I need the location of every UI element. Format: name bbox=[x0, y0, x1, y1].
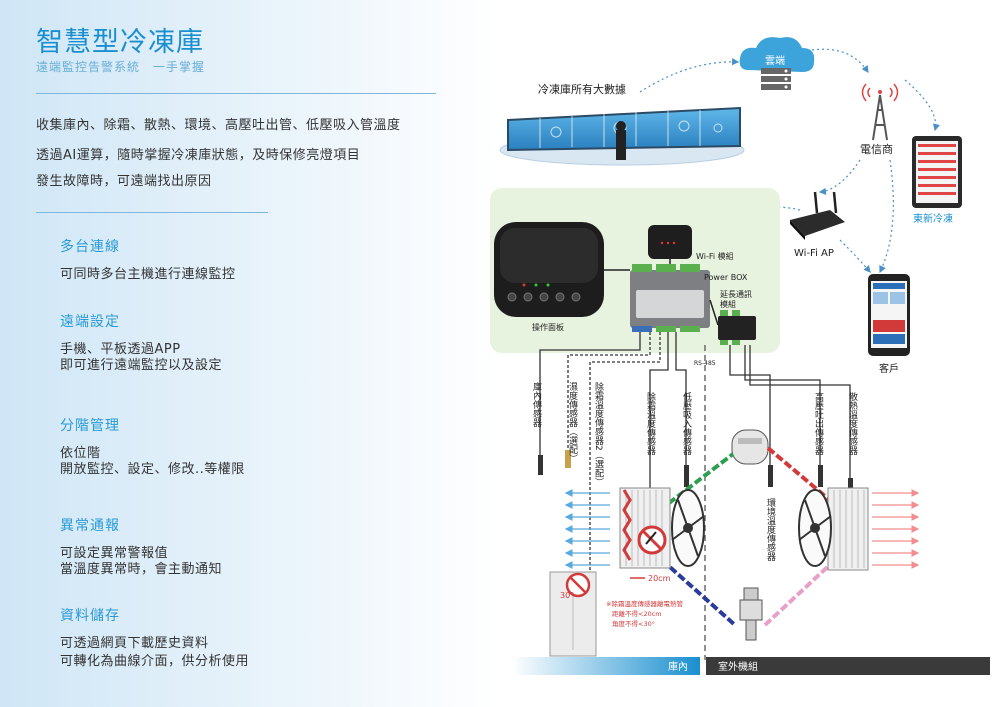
cloud-icon bbox=[739, 37, 815, 90]
feature-line: 手機、平板透過APP bbox=[60, 342, 181, 357]
power-box-label: Power BOX bbox=[704, 273, 748, 282]
angle-label: 30° bbox=[560, 591, 574, 600]
no-symbol-icon bbox=[637, 525, 667, 555]
feature-line: 開放監控、設定、修改..等權限 bbox=[60, 462, 245, 477]
no-symbol-icon-2 bbox=[565, 572, 591, 598]
title-divider bbox=[36, 93, 436, 94]
condenser-unit bbox=[798, 487, 869, 571]
bigdata-label: 冷凍庫所有大數據 bbox=[538, 82, 626, 96]
feature-line: 可同時多台主機進行連線監控 bbox=[60, 267, 236, 282]
feature-line: 可設定異常警報值 bbox=[60, 546, 169, 561]
sensor-wiring bbox=[539, 332, 851, 660]
ext-module-label-1: 延長通訊 bbox=[720, 289, 752, 299]
intro-line-3: 發生故障時，可遠端找出原因 bbox=[36, 174, 212, 189]
feature-line: 當溫度異常時，會主動通知 bbox=[60, 562, 223, 577]
wifi-ap-label: Wi-Fi AP bbox=[794, 248, 834, 259]
page-subtitle: 遠端監控告警系統 一手掌握 bbox=[36, 60, 206, 74]
sensor-label: 散熱溫度傳感器 bbox=[847, 391, 858, 455]
wifi-router-icon bbox=[790, 191, 845, 240]
note-line-2: 距離不得<20cm bbox=[612, 609, 662, 618]
tablet-icon bbox=[912, 136, 962, 208]
compressor-icon bbox=[731, 429, 769, 465]
sensor-label: 除霜溫度傳感器 bbox=[645, 391, 656, 455]
feature-title-remote-setting: 遠端設定 bbox=[60, 314, 120, 330]
intro-line-2: 透過AI運算，隨時掌握冷凍庫狀態，及時保修亮燈項目 bbox=[36, 148, 361, 163]
feature-title-alerts: 異常通報 bbox=[60, 518, 120, 534]
left-info-panel bbox=[0, 0, 500, 707]
expansion-valve-icon bbox=[739, 587, 763, 641]
customer-label: 客戶 bbox=[879, 362, 899, 375]
rs485-label: RS-485 bbox=[694, 360, 716, 367]
evaporator-unit bbox=[619, 487, 705, 569]
feature-title-tiered-management: 分階管理 bbox=[60, 418, 120, 434]
sensor-label: 高壓吐出傳感器 bbox=[813, 391, 824, 455]
power-box-device bbox=[630, 264, 710, 332]
wifi-module-device bbox=[648, 225, 692, 259]
cloud-label: 雲端 bbox=[765, 54, 785, 67]
telecom-label: 電信商 bbox=[860, 142, 893, 156]
distance-label: 20cm bbox=[648, 574, 671, 583]
indoor-bar bbox=[512, 657, 700, 675]
hot-air-arrows bbox=[872, 489, 920, 569]
feature-line: 依位階 bbox=[60, 446, 101, 461]
control-panel-device bbox=[494, 222, 604, 317]
note-line-3: 角度不得<30° bbox=[612, 619, 655, 628]
sensor-label: 濕度傳感器（選配） bbox=[567, 382, 578, 463]
intro-line-1: 收集庫內、除霜、散熱、環境、高壓吐出管、低壓吸入管溫度 bbox=[36, 118, 401, 133]
outdoor-bar bbox=[706, 657, 990, 675]
extension-module-device bbox=[718, 310, 756, 345]
panel-label: 操作面板 bbox=[532, 322, 564, 332]
feature-title-data-storage: 資料儲存 bbox=[60, 608, 120, 624]
feature-title-multi-connect: 多台連線 bbox=[60, 239, 120, 255]
ext-module-label-2: 模組 bbox=[720, 299, 736, 309]
intro-divider bbox=[36, 212, 268, 213]
sensor-label: 庫內傳感器 bbox=[531, 381, 542, 427]
feature-line: 即可進行遠端監控以及設定 bbox=[60, 358, 223, 373]
note-line-1: ※除霜溫度傳感器離電熱管 bbox=[606, 599, 683, 608]
feature-line: 可轉化為曲線介面，供分析使用 bbox=[60, 654, 250, 669]
antenna-tower-icon bbox=[861, 83, 899, 141]
bigdata-screens bbox=[499, 106, 745, 166]
cold-air-arrows bbox=[564, 489, 610, 569]
sensor-label: 低壓吸入傳感器 bbox=[681, 391, 692, 455]
page-title: 智慧型冷凍庫 bbox=[36, 27, 204, 58]
phone-icon bbox=[868, 274, 910, 356]
indoor-label: 庫內 bbox=[668, 660, 688, 673]
sensor-label: 環境溫度傳感器 bbox=[765, 498, 776, 561]
wifi-module-label: Wi-Fi 模組 bbox=[696, 251, 734, 261]
sensor-label: 除霜溫度傳感器2（選配） bbox=[593, 381, 604, 487]
outdoor-label: 室外機組 bbox=[718, 660, 758, 673]
feature-line: 可透過網頁下載歷史資料 bbox=[60, 636, 209, 651]
tablet-label: 東新冷凍 bbox=[913, 212, 953, 225]
